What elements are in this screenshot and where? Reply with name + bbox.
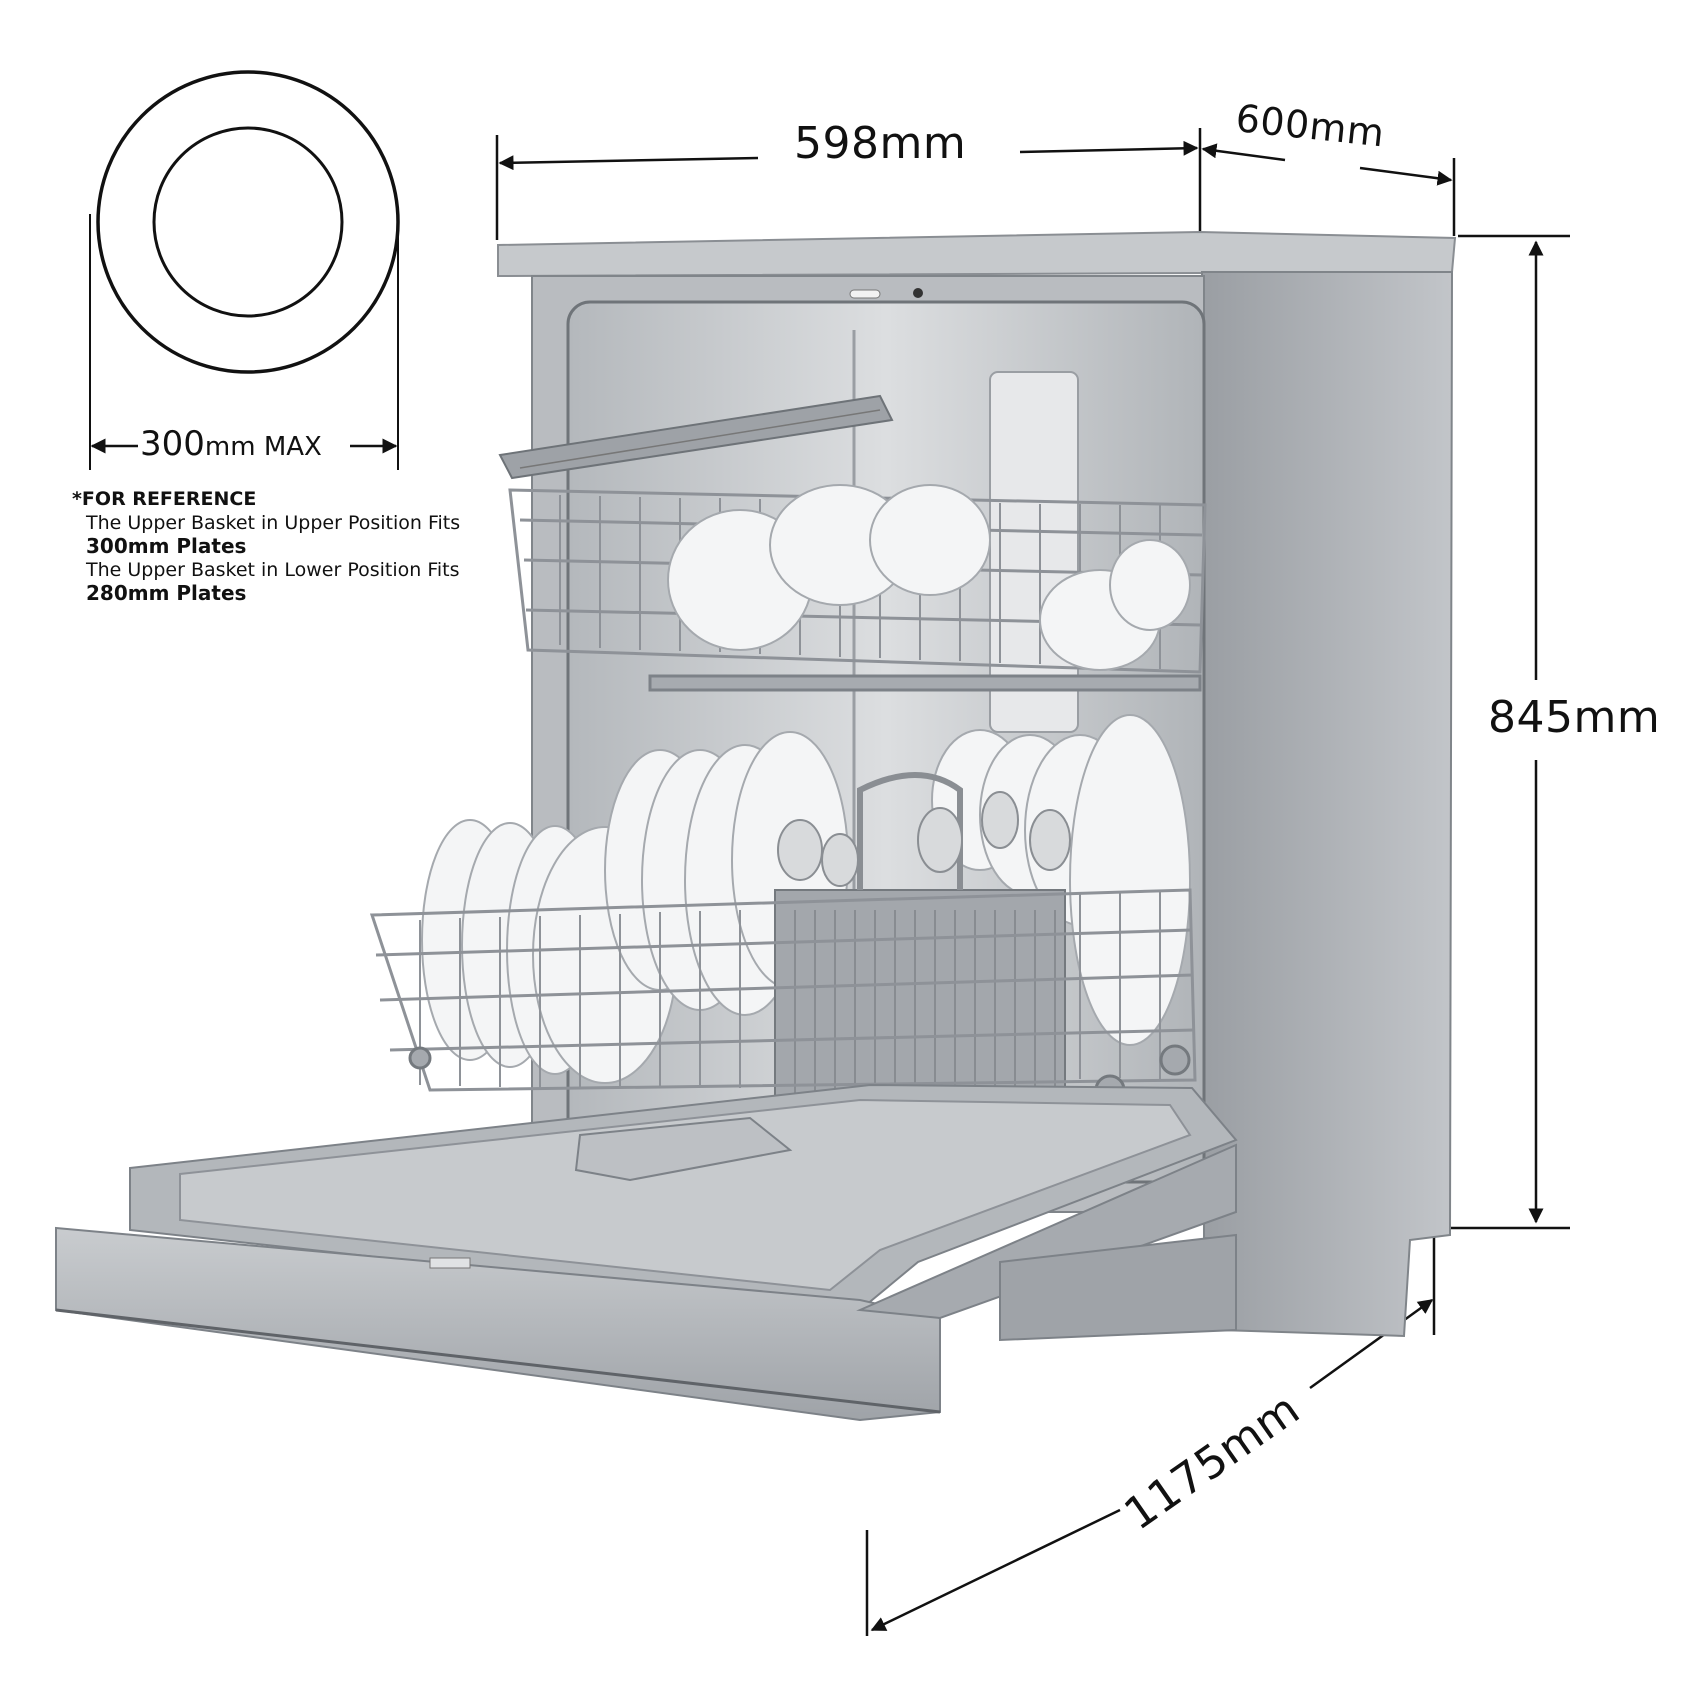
cutlery-tray xyxy=(498,394,894,480)
open-depth-arrow-upper xyxy=(1309,1298,1434,1390)
dimension-lines xyxy=(495,128,1570,1636)
upper-basket-cups xyxy=(667,484,1191,671)
detergent-dispenser xyxy=(574,1116,793,1182)
reference-heading: *FOR REFERENCE xyxy=(72,488,257,510)
door-inner-liner xyxy=(179,1098,1192,1292)
open-depth-arrow-lower xyxy=(870,1508,1121,1632)
plate-size-label: 300mm MAX xyxy=(140,424,322,464)
width-arrow-left xyxy=(498,155,759,171)
cutlery-basket xyxy=(774,772,1071,1116)
plate-size-unit: mm MAX xyxy=(204,432,322,462)
plate-size-value: 300 xyxy=(140,424,205,464)
door-handle-clip xyxy=(429,1257,471,1269)
reference-line-2: The Upper Basket in Lower Position Fits xyxy=(86,558,460,581)
height-dimension-label: 845mm xyxy=(1488,692,1661,743)
dishwasher-plinth xyxy=(999,1233,1237,1342)
reference-line-1-bold: 300mm Plates xyxy=(86,534,247,558)
door-sensor xyxy=(913,288,923,298)
depth-arrow-right xyxy=(1359,166,1453,186)
reference-note: *FOR REFERENCE The Upper Basket in Upper… xyxy=(72,488,460,606)
dishwasher-top xyxy=(497,230,1457,278)
width-arrow-right xyxy=(1019,140,1199,156)
door-bottom-shadow xyxy=(55,1308,941,1414)
plate-inner-circle xyxy=(152,126,344,318)
door-right-edge xyxy=(856,1143,1237,1320)
plate-diagram xyxy=(89,70,400,470)
reference-line-1: The Upper Basket in Upper Position Fits xyxy=(86,511,461,534)
reference-line-2-bold: 280mm Plates xyxy=(86,581,247,605)
dishwasher xyxy=(55,230,1457,1422)
width-dimension-label: 598mm xyxy=(794,118,967,169)
open-door xyxy=(55,1083,1238,1422)
depth-arrow-left xyxy=(1201,143,1286,162)
plate-outer-circle xyxy=(96,70,400,374)
door-latch xyxy=(849,289,881,299)
dishwasher-side-panel xyxy=(1200,271,1454,1338)
